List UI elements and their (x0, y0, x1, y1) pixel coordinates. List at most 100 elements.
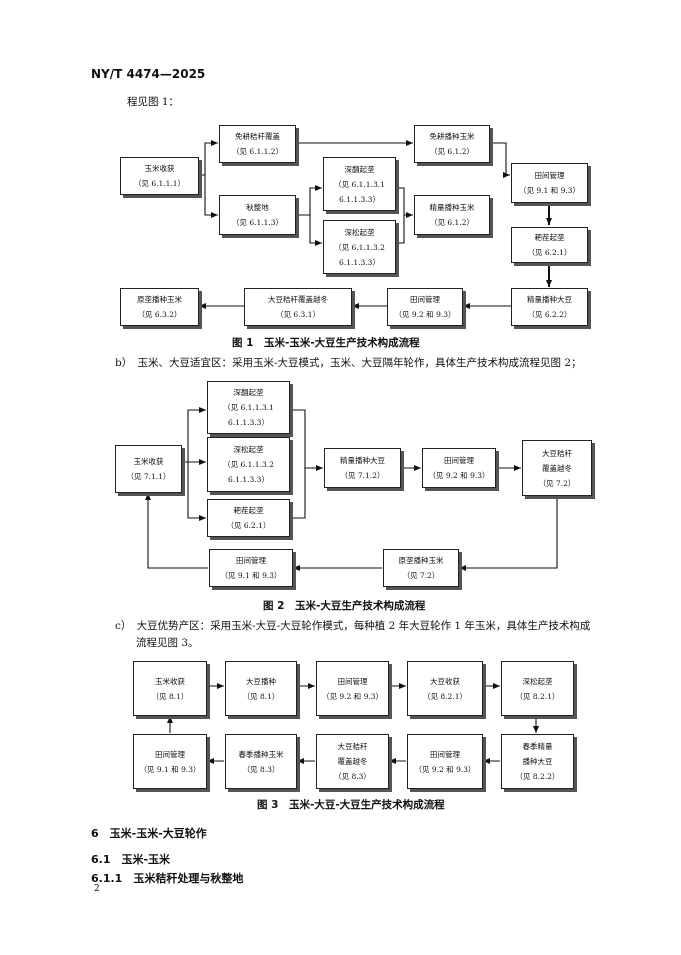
box-ref: 覆盖越冬 (337, 757, 368, 766)
fig3-soy-sowing-box: 大豆播种 （见 8.1） (225, 661, 297, 716)
fig1-no-till-mulch-box: 免耕秸秆覆盖 （见 6.1.1.2） (219, 125, 296, 163)
fig3-field-mgmt-3-box: 田间管理 （见 9.2 和 9.3） (407, 734, 483, 789)
box-title: 田间管理 (430, 749, 460, 759)
fig1-field-mgmt-box: 田间管理 （见 9.1 和 9.3） (511, 163, 588, 203)
box-title: 田间管理 (444, 456, 474, 465)
box-title: 精量播种玉米 (429, 203, 475, 212)
box-ref: （见 6.1.1.3.1 (334, 179, 385, 189)
box-ref: （见 6.1.1.2） (231, 147, 284, 156)
box-title: 玉米收获 (144, 164, 175, 173)
box-title: 原垄播种玉米 (398, 556, 444, 565)
box-ref: （见 8.3） (242, 764, 280, 774)
box-title: 深翻起垄 (233, 388, 264, 397)
box-ref: （见 9.1 和 9.3） (220, 571, 282, 580)
box-ref: （见 8.3） (334, 772, 371, 781)
fig2-soy-mulch-winter-box: 大豆秸秆覆盖越冬（见 7.2） (522, 440, 592, 496)
box-title: 田间管理 (236, 556, 266, 565)
fig3-field-mgmt-2-box: 田间管理 （见 9.1 和 9.3） (133, 734, 207, 789)
fig3-spring-sow-corn-box: 春季播种玉米 （见 8.3） (225, 734, 297, 789)
box-ref: 覆盖越冬 (542, 463, 572, 473)
fig1-ridge-sow-corn-box: 原垄播种玉米 （见 6.3.2） (120, 288, 199, 326)
box-ref: （见 6.1.2） (430, 147, 474, 156)
box-ref: （见 8.2.1） (423, 691, 467, 701)
box-ref: （见 9.2 和 9.3） (394, 310, 456, 319)
fig3-field-mgmt-box: 田间管理 （见 9.2 和 9.3） (316, 661, 389, 716)
fig1-caption: 图 1 玉米-玉米-大豆生产技术构成流程 (232, 337, 420, 349)
box-title: 春季播种玉米 (238, 749, 284, 759)
box-ref: （见 6.2.2） (527, 310, 572, 319)
intro-text: 程见图 1： (127, 96, 180, 108)
box-title: 大豆播种 (246, 676, 276, 686)
box-ref: （见 6.2.1） (527, 248, 572, 257)
box-ref: （见 9.2 和 9.3） (321, 691, 383, 701)
box-ref: （见 9.1 和 9.3） (518, 186, 580, 195)
box-title: 玉米收获 (155, 676, 185, 686)
box-ref: （见 8.1） (151, 691, 189, 701)
box-title: 秋整地 (246, 203, 269, 212)
box-title: 田间管理 (410, 295, 440, 304)
box-title: 深翻起垄 (344, 164, 375, 174)
fig2-deep-plow-ridge-box: 深翻起垄 （见 6.1.1.3.1 6.1.1.3.3） (207, 381, 290, 434)
fig1-corn-harvest-box: 玉米收获 （见 6.1.1.1） (120, 157, 199, 195)
box-title: 免耕秸秆覆盖 (235, 132, 280, 141)
standard-code: NY/T 4474—2025 (91, 67, 206, 81)
paragraph-c-line1: c） 大豆优势产区：采用玉米-大豆-大豆轮作模式，每种植 2 年大豆轮作 1 年… (115, 620, 591, 632)
box-ref: （见 9.2 和 9.3） (428, 471, 490, 480)
box-ref: （见 9.1 和 9.3） (139, 764, 201, 774)
box-title: 精量播种大豆 (340, 456, 385, 465)
box-ref: 6.1.1.3.3） (339, 194, 380, 204)
fig1-field-mgmt-2-box: 田间管理 （见 9.2 和 9.3） (387, 288, 463, 326)
fig2-precision-sow-soy-box: 精量播种大豆 （见 7.1.2） (324, 448, 401, 488)
box-title: 玉米收获 (133, 457, 164, 466)
box-ref: （见 6.1.1.3.1 (223, 403, 274, 412)
box-title: 春季精量 (522, 742, 553, 751)
box-title: 耙茬起垄 (233, 506, 264, 515)
box-ref: （见 6.3.2） (137, 310, 182, 319)
fig2-field-mgmt-box: 田间管理 （见 9.2 和 9.3） (422, 448, 496, 488)
page-number: 2 (94, 884, 100, 894)
fig2-field-mgmt-2-box: 田间管理 （见 9.1 和 9.3） (209, 549, 293, 587)
fig3-subsoil-ridge-box: 深松起垄 （见 8.2.1） (501, 661, 574, 716)
box-ref: （见 9.2 和 9.3） (414, 764, 476, 774)
box-title: 深松起垄 (233, 445, 264, 454)
box-title: 大豆收获 (430, 676, 460, 686)
box-title: 田间管理 (155, 749, 185, 759)
box-title: 田间管理 (534, 171, 565, 180)
fig2-caption: 图 2 玉米-大豆生产技术构成流程 (263, 600, 426, 612)
box-title: 田间管理 (337, 676, 368, 686)
fig2-ridge-sow-corn-box: 原垄播种玉米 （见 7.2） (383, 549, 459, 587)
box-ref: （见 6.1.2） (430, 218, 474, 227)
fig1-precision-sow-soy-box: 精量播种大豆 （见 6.2.2） (511, 288, 588, 326)
box-title: 原垄播种玉米 (137, 295, 182, 304)
box-title: 精量播种大豆 (527, 295, 572, 304)
box-ref: （见 7.2） (402, 571, 440, 580)
box-ref: （见 6.1.1.3.2 (334, 242, 385, 252)
box-title: 深松起垄 (522, 676, 553, 686)
fig2-harrow-ridge-box: 耙茬起垄（见 6.2.1） (207, 499, 290, 537)
fig3-soy-mulch-winter-box: 大豆秸秆覆盖越冬 （见 8.3） (316, 734, 389, 789)
fig3-caption: 图 3 玉米-大豆-大豆生产技术构成流程 (257, 799, 445, 811)
fig1-harrow-ridge-box: 耙茬起垄（见 6.2.1） (511, 227, 588, 263)
box-ref: 6.1.1.3.3） (228, 418, 269, 427)
box-ref: 6.1.1.3.3） (339, 257, 380, 267)
fig3-spring-precision-sow-soy-box: 春季精量播种大豆（见 8.2.2） (501, 734, 574, 789)
fig2-corn-harvest-box: 玉米收获（见 7.1.1） (115, 445, 182, 493)
fig3-corn-harvest-box: 玉米收获 （见 8.1） (133, 661, 207, 716)
fig1-precision-sow-corn-box: 精量播种玉米 （见 6.1.2） (414, 195, 490, 235)
box-title: 大豆秸秆 (542, 448, 572, 458)
paragraph-b: b） 玉米、大豆适宜区：采用玉米-大豆模式，玉米、大豆隔年轮作，具体生产技术构成… (115, 357, 582, 369)
box-title: 大豆秸秆覆盖越冬 (268, 295, 328, 304)
box-ref: （见 8.2.1） (515, 691, 560, 701)
box-ref: （见 6.1.1.3） (231, 218, 284, 227)
box-ref: （见 8.1） (242, 691, 280, 701)
fig1-soy-mulch-winter-box: 大豆秸秆覆盖越冬 （见 6.3.1） (244, 288, 352, 326)
fig1-no-till-sow-corn-box: 免耕播种玉米（见 6.1.2） (414, 125, 490, 163)
section-6-1-heading: 6.1 玉米-玉米 (91, 853, 171, 866)
section-6-1-1-heading: 6.1.1 玉米秸秆处理与秋整地 (91, 872, 244, 885)
box-ref: （见 6.1.1.1） (133, 179, 186, 188)
box-ref: （见 6.3.1） (276, 310, 320, 319)
fig3-soy-harvest-box: 大豆收获 （见 8.2.1） (407, 661, 483, 716)
box-ref: （见 7.1.2） (340, 471, 385, 480)
box-title: 大豆秸秆 (337, 742, 368, 751)
